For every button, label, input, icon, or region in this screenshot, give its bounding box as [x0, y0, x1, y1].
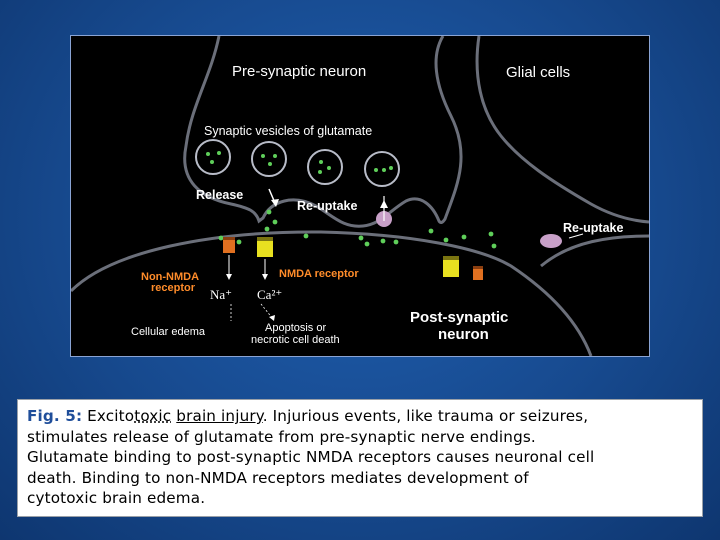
label-calcium: Ca²⁺: [257, 287, 282, 302]
label-release: Release: [196, 188, 243, 202]
label-sodium: Na⁺: [210, 287, 232, 302]
label-cellular-edema: Cellular edema: [131, 326, 206, 338]
postsynaptic-membrane: [71, 230, 593, 356]
non-nmda-receptor-right: [473, 266, 483, 280]
caption-line-5: cytotoxic brain edema.: [27, 489, 206, 508]
label-postsynaptic-line1: Post-synaptic: [410, 309, 508, 326]
label-presynaptic: Pre-synaptic neuron: [232, 63, 366, 80]
nmda-receptor-left: [257, 237, 273, 257]
caption-line-1: Fig. 5: Excitotoxic brain injury. Injuri…: [27, 406, 694, 427]
caption-fig-label: Fig. 5:: [27, 407, 83, 425]
glutamate-molecules: [206, 151, 497, 249]
label-apoptosis-line2: necrotic cell death: [251, 334, 340, 346]
label-vesicles: Synaptic vesicles of glutamate: [204, 124, 372, 138]
figure-caption: Fig. 5: Excitotoxic brain injury. Injuri…: [17, 399, 703, 517]
excitotoxicity-diagram: Pre-synaptic neuron Glial cells Synaptic…: [70, 35, 650, 357]
label-postsynaptic-line2: neuron: [438, 326, 489, 343]
caption-text: . Injurious events, like trauma or seizu…: [262, 407, 589, 425]
label-non-nmda-line1: Non-NMDA: [141, 271, 199, 283]
vesicle: [307, 149, 343, 185]
label-nmda: NMDA receptor: [279, 268, 359, 280]
label-reuptake-presynaptic: Re-uptake: [297, 199, 357, 213]
label-apoptosis-line1: Apoptosis or: [265, 322, 326, 334]
non-nmda-receptor-left: [223, 237, 235, 253]
caption-link-toxic[interactable]: toxic: [134, 407, 172, 425]
nmda-receptor-right: [443, 256, 459, 277]
glial-transporter: [540, 234, 562, 248]
caption-line-3: Glutamate binding to post-synaptic NMDA …: [27, 448, 595, 467]
label-glial-cells: Glial cells: [506, 64, 570, 81]
label-non-nmda-line2: receptor: [151, 282, 196, 294]
vesicle: [364, 151, 400, 187]
presynaptic-membrane: [183, 36, 463, 228]
caption-text: Excito: [82, 407, 135, 425]
caption-link-brain-injury[interactable]: brain injury: [176, 407, 263, 425]
glial-membrane-inner: [540, 234, 649, 268]
vesicle: [195, 139, 231, 175]
synapse-illustration: Pre-synaptic neuron Glial cells Synaptic…: [71, 36, 649, 356]
label-reuptake-glial: Re-uptake: [563, 221, 623, 235]
glial-membrane: [475, 36, 649, 224]
vesicle: [251, 141, 287, 177]
caption-line-4: death. Binding to non-NMDA receptors med…: [27, 468, 529, 487]
caption-line-2: stimulates release of glutamate from pre…: [27, 427, 536, 446]
